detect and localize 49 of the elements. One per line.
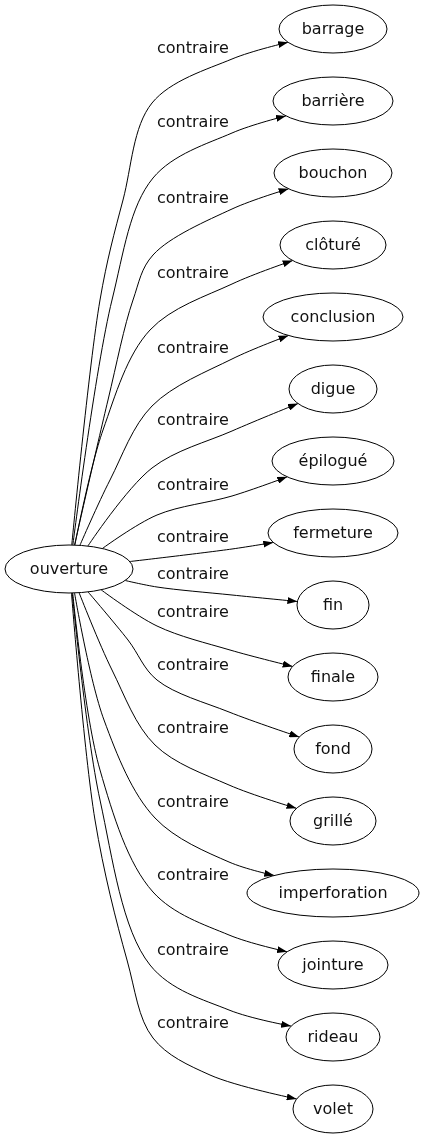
ellipse-node (272, 76, 394, 126)
arrow (129, 540, 274, 563)
node-label: barrage (301, 19, 365, 39)
node-label: jointure (302, 955, 364, 975)
node-label: bouchon (298, 163, 368, 183)
arrow (124, 580, 298, 604)
node-label: barrière (301, 91, 365, 111)
node-label: conclusion (290, 307, 376, 327)
ellipse-node (285, 1012, 381, 1062)
ellipse-node (296, 580, 370, 630)
arrow (100, 589, 294, 668)
ellipse-node (293, 724, 373, 774)
ellipse-node (271, 436, 395, 486)
ellipse-node (273, 148, 393, 198)
ellipse-node (262, 292, 404, 342)
arrow (87, 591, 300, 738)
arrow (74, 188, 290, 546)
node-label: clôturé (305, 235, 361, 255)
node-label: fond (315, 739, 351, 759)
node-label: imperforation (278, 883, 388, 903)
arrow (71, 41, 289, 546)
node-label: ouverture (29, 559, 109, 579)
ellipse-node (288, 364, 378, 414)
ellipse-node (287, 652, 379, 702)
node-label: finale (310, 667, 356, 687)
node-label: grillé (313, 811, 353, 831)
node-label: volet (313, 1099, 353, 1119)
node-label: rideau (307, 1027, 359, 1047)
ellipse-node (279, 220, 387, 270)
arrow (87, 403, 299, 547)
ellipse-node (289, 796, 377, 846)
node-label: fin (322, 595, 344, 615)
arrow (79, 335, 289, 546)
ellipse-node (277, 940, 389, 990)
arrow (74, 260, 294, 546)
ellipse-node (278, 4, 388, 54)
arrow (101, 476, 288, 549)
arrow (74, 592, 275, 877)
node-label: épilogué (298, 451, 368, 471)
arrow (72, 114, 287, 546)
node-label: digue (310, 379, 356, 399)
node-label: fermeture (293, 523, 373, 543)
arrow (71, 592, 298, 1101)
arrow (71, 592, 292, 1028)
ellipse-node (267, 508, 399, 558)
ellipse-node (4, 544, 134, 594)
ellipse-node (292, 1084, 374, 1134)
ellipse-node (246, 868, 420, 918)
arrow (78, 592, 297, 809)
